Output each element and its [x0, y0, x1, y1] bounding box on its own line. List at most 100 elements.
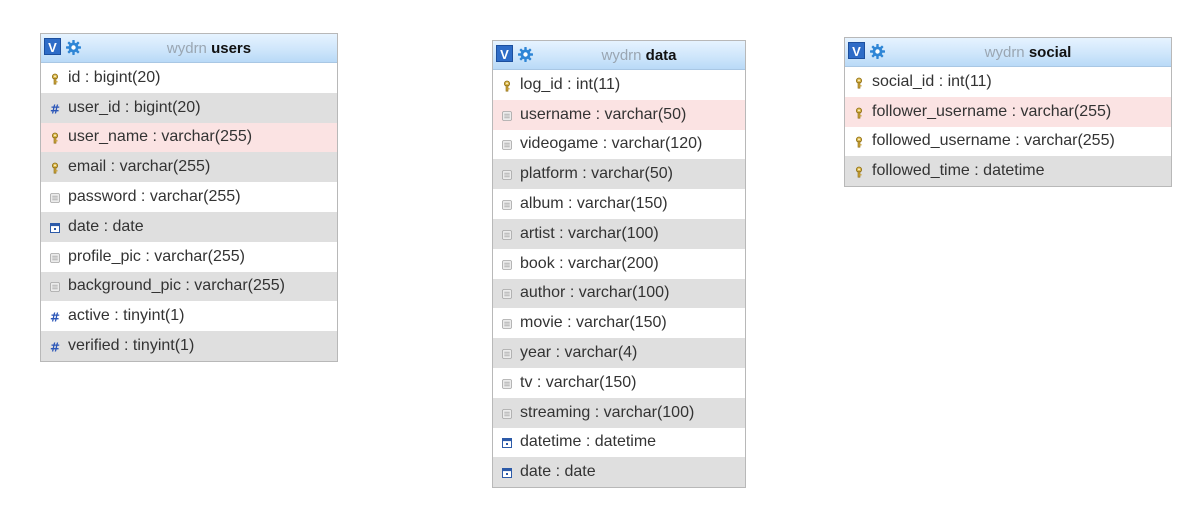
- column-label: videogame : varchar(120): [520, 135, 703, 153]
- table-name: data: [645, 47, 677, 64]
- key-icon: [853, 165, 865, 178]
- text-type-icon: [501, 258, 513, 270]
- column-label: platform : varchar(50): [520, 165, 673, 183]
- text-type-icon: [501, 168, 513, 181]
- table-title: wydrn social: [889, 38, 1167, 67]
- column-label: movie : varchar(150): [520, 314, 667, 332]
- table-social[interactable]: V wydrn social social_id : int(11) follow…: [844, 37, 1172, 188]
- column-label: streaming : varchar(100): [520, 403, 695, 421]
- column-row[interactable]: year : varchar(4): [493, 338, 745, 368]
- table-header[interactable]: V wydrn users: [41, 34, 337, 63]
- table-name: users: [211, 40, 252, 57]
- table-name: social: [1028, 44, 1072, 61]
- key-icon: [853, 106, 865, 119]
- column-row[interactable]: date : date: [41, 211, 337, 242]
- column-row[interactable]: datetime : datetime: [493, 427, 745, 458]
- column-label: profile_pic : varchar(255): [68, 247, 245, 265]
- column-label: book : varchar(200): [520, 254, 659, 272]
- column-row[interactable]: album : varchar(150): [493, 189, 745, 219]
- column-label: active : tinyint(1): [68, 307, 185, 325]
- table-title: wydrn data: [537, 41, 741, 70]
- column-row[interactable]: followed_time : datetime: [845, 156, 1171, 187]
- column-label: username : varchar(50): [520, 105, 687, 123]
- column-row[interactable]: videogame : varchar(120): [493, 129, 745, 160]
- column-label: album : varchar(150): [520, 195, 668, 213]
- svg-text:#: #: [50, 311, 60, 323]
- column-row[interactable]: book : varchar(200): [493, 248, 745, 279]
- text-type-icon: [501, 407, 513, 419]
- column-label: datetime : datetime: [520, 433, 657, 451]
- column-row[interactable]: platform : varchar(50): [493, 159, 745, 190]
- text-type-icon: [49, 251, 61, 263]
- column-row[interactable]: # active : tinyint(1): [41, 301, 337, 332]
- key-icon: [49, 72, 61, 85]
- column-row[interactable]: password : varchar(255): [41, 182, 337, 212]
- column-row[interactable]: id : bigint(20): [41, 63, 337, 93]
- database-name: wydrn: [984, 44, 1025, 61]
- column-label: followed_time : datetime: [872, 162, 1045, 180]
- hash-icon: #: [49, 340, 61, 355]
- gear-icon[interactable]: [517, 46, 534, 63]
- column-row[interactable]: author : varchar(100): [493, 278, 745, 309]
- column-label: date : date: [68, 217, 144, 235]
- column-label: verified : tinyint(1): [68, 337, 195, 355]
- column-label: social_id : int(11): [872, 72, 992, 90]
- column-row[interactable]: movie : varchar(150): [493, 308, 745, 339]
- column-row[interactable]: tv : varchar(150): [493, 367, 745, 398]
- column-row[interactable]: log_id : int(11): [493, 70, 745, 100]
- database-name: wydrn: [166, 40, 207, 57]
- text-type-icon: [501, 198, 513, 210]
- column-row[interactable]: streaming : varchar(100): [493, 397, 745, 428]
- key-icon: [49, 131, 61, 144]
- text-type-icon: [49, 280, 61, 293]
- column-list: social_id : int(11) follower_username : v…: [845, 67, 1171, 187]
- key-icon: [853, 76, 865, 89]
- hash-icon: #: [49, 310, 61, 325]
- text-type-icon: [501, 109, 513, 121]
- column-row[interactable]: date : date: [493, 457, 745, 488]
- column-label: year : varchar(4): [520, 344, 638, 362]
- collapse-toggle-button[interactable]: V: [848, 42, 865, 59]
- column-row[interactable]: # verified : tinyint(1): [41, 331, 337, 361]
- column-row[interactable]: followed_username : varchar(255): [845, 126, 1171, 157]
- column-row[interactable]: username : varchar(50): [493, 99, 745, 130]
- table-header[interactable]: V wydrn data: [493, 41, 745, 70]
- calendar-icon: [49, 221, 61, 233]
- column-row[interactable]: follower_username : varchar(255): [845, 96, 1171, 127]
- column-label: date : date: [520, 463, 596, 481]
- database-name: wydrn: [601, 47, 642, 64]
- hash-icon: #: [49, 102, 61, 116]
- column-row[interactable]: profile_pic : varchar(255): [41, 241, 337, 272]
- table-users[interactable]: V wydrn users id : bigint(20) #user_id : …: [40, 33, 338, 362]
- collapse-toggle-button[interactable]: V: [496, 45, 513, 62]
- column-label: background_pic : varchar(255): [68, 277, 286, 295]
- column-row[interactable]: artist : varchar(100): [493, 218, 745, 249]
- svg-text:#: #: [50, 341, 60, 353]
- column-row[interactable]: #user_id : bigint(20): [41, 92, 337, 123]
- column-label: password : varchar(255): [68, 188, 241, 206]
- column-row[interactable]: background_pic : varchar(255): [41, 271, 337, 302]
- column-row[interactable]: social_id : int(11): [845, 67, 1171, 97]
- text-type-icon: [501, 347, 513, 359]
- svg-text:#: #: [50, 103, 60, 115]
- gear-icon[interactable]: [869, 43, 886, 60]
- column-row[interactable]: email : varchar(255): [41, 152, 337, 183]
- table-data[interactable]: V wydrn data log_id : int(11) username : …: [492, 40, 746, 489]
- column-list: id : bigint(20) #user_id : bigint(20)user…: [41, 63, 337, 361]
- column-row[interactable]: user_name : varchar(255): [41, 122, 337, 153]
- column-label: followed_username : varchar(255): [872, 132, 1115, 150]
- table-header[interactable]: V wydrn social: [845, 38, 1171, 67]
- column-label: author : varchar(100): [520, 284, 670, 302]
- column-label: artist : varchar(100): [520, 224, 659, 242]
- key-icon: [853, 135, 865, 148]
- calendar-icon: [501, 466, 513, 479]
- text-type-icon: [501, 287, 513, 300]
- collapse-toggle-button[interactable]: V: [44, 38, 61, 55]
- text-type-icon: [501, 228, 513, 240]
- gear-icon[interactable]: [65, 39, 82, 56]
- text-type-icon: [501, 138, 513, 151]
- calendar-icon: [501, 436, 513, 449]
- key-icon: [49, 161, 61, 174]
- column-label: id : bigint(20): [68, 68, 161, 86]
- column-label: email : varchar(255): [68, 158, 211, 176]
